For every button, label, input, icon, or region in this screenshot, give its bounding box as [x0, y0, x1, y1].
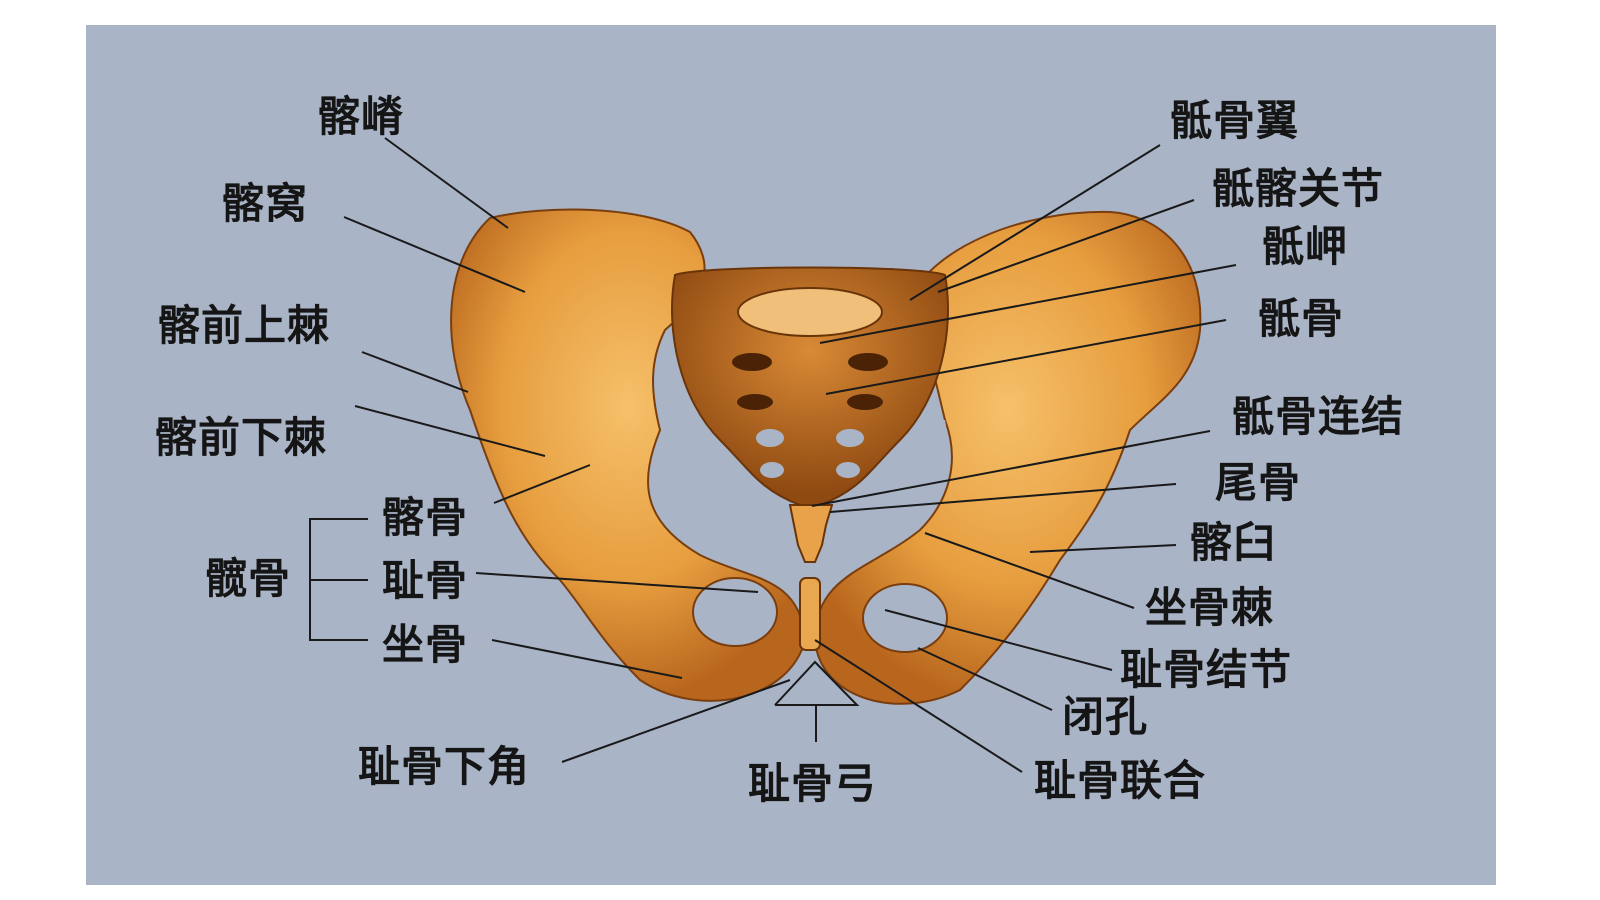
label-ilium: 髂骨 [382, 493, 469, 542]
right-obturator-foramen [862, 583, 948, 653]
label-acetabulum: 髂臼 [1190, 518, 1277, 567]
label-sacroiliac-joint: 骶髂关节 [1212, 164, 1385, 213]
label-pubis: 耻骨 [382, 556, 469, 605]
label-iliac-fossa: 髂窝 [222, 179, 309, 228]
label-subpubic-angle: 耻骨下角 [358, 742, 531, 791]
sacral-foramina [732, 353, 888, 478]
label-promontory: 骶岬 [1262, 222, 1349, 271]
label-ischial-tuberosity: 耻骨结节 [1120, 645, 1293, 694]
label-pubic-symphysis: 耻骨联合 [1034, 756, 1207, 805]
label-ischium: 坐骨 [382, 620, 469, 669]
sacral-promontory [737, 287, 883, 337]
left-pelvic-inlet [666, 420, 770, 520]
left-obturator-foramen [692, 577, 778, 647]
label-sacrococcygeal-joint: 骶骨连结 [1232, 392, 1405, 441]
label-pubic-arch: 耻骨弓 [748, 759, 878, 808]
label-sacrum: 骶骨 [1258, 294, 1345, 343]
leader-lines [309, 137, 1237, 773]
coccyx [788, 504, 834, 563]
label-obturator-foramen: 闭孔 [1062, 692, 1149, 741]
label-asis: 髂前上棘 [158, 301, 331, 350]
label-hip-bone: 髋骨 [205, 554, 292, 603]
label-sacral-ala: 骶骨翼 [1170, 96, 1300, 145]
label-aiis: 髂前下棘 [155, 413, 328, 462]
label-iliac-crest: 髂嵴 [318, 92, 405, 141]
pubic-symphysis [799, 577, 821, 651]
sacrum [671, 266, 949, 506]
label-coccyx: 尾骨 [1215, 458, 1302, 507]
label-ischial-spine: 坐骨棘 [1145, 583, 1275, 632]
